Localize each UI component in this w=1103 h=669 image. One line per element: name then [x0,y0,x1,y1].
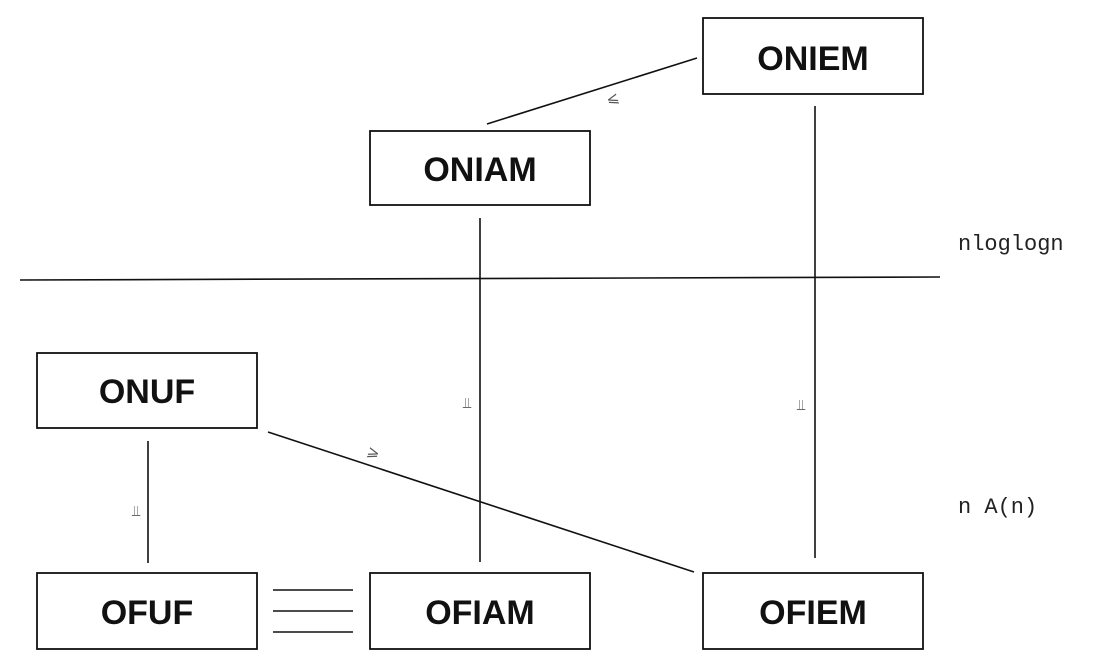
node-onuf: ONUF [36,352,258,429]
lower-bound-label: n A(n) [958,495,1038,520]
node-oniam-label: ONIAM [423,151,536,189]
node-onuf-label: ONUF [99,373,195,411]
upper-bound-label: nloglogn [958,232,1064,257]
edge-oniam-oniem [486,57,698,125]
node-oniem-label: ONIEM [757,40,868,78]
node-ofiam: OFIAM [369,572,591,650]
relation-label-oniam-ofiam: ⫫ [462,394,472,412]
equivalence-symbol [273,589,353,633]
node-ofiam-label: OFIAM [425,594,535,632]
relation-label-onuf-ofuf: ⫫ [131,502,141,520]
node-ofiem-label: OFIEM [759,594,867,632]
relation-label-oniem-ofiem: ⫫ [796,396,806,414]
node-ofuf: OFUF [36,572,258,650]
node-oniem: ONIEM [702,17,924,95]
node-ofuf-label: OFUF [101,594,194,632]
edge-onuf-ofiem [267,431,695,573]
node-ofiem: OFIEM [702,572,924,650]
node-oniam: ONIAM [369,130,591,206]
relation-label-onuf-ofiem: ⩾ [365,442,383,463]
relation-label-oniam-oniem: ⩽ [604,88,621,109]
